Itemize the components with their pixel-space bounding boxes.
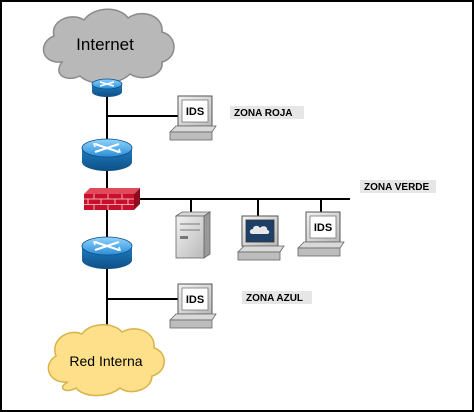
zona-azul-tag: ZONA AZUL — [242, 291, 312, 304]
internal-network-label: Red Interna — [69, 353, 142, 369]
zona-verde-label: ZONA VERDE — [364, 182, 430, 193]
router-icon — [81, 236, 133, 269]
zona-roja-tag: ZONA ROJA — [230, 106, 304, 119]
ids-terminal-azul: IDS — [169, 283, 217, 329]
ids-terminal-verde: IDS — [297, 211, 345, 257]
ids-label: IDS — [186, 294, 204, 306]
server-icon — [174, 211, 212, 259]
internet-cloud: Internet — [42, 8, 175, 84]
internet-label: Internet — [76, 35, 134, 54]
workstation-icon — [237, 215, 285, 261]
zona-verde-tag: ZONA VERDE — [360, 180, 436, 193]
internal-network-cloud: Red Interna — [47, 324, 165, 397]
ids-label: IDS — [314, 222, 332, 234]
ids-label: IDS — [186, 106, 204, 118]
firewall-icon — [84, 188, 140, 210]
ids-terminal-roja: IDS — [169, 95, 217, 141]
edge-router-icon — [91, 78, 123, 97]
zona-azul-label: ZONA AZUL — [246, 293, 303, 304]
zona-roja-label: ZONA ROJA — [234, 108, 293, 119]
connection-lines — [106, 64, 350, 342]
router-icon — [81, 138, 133, 171]
